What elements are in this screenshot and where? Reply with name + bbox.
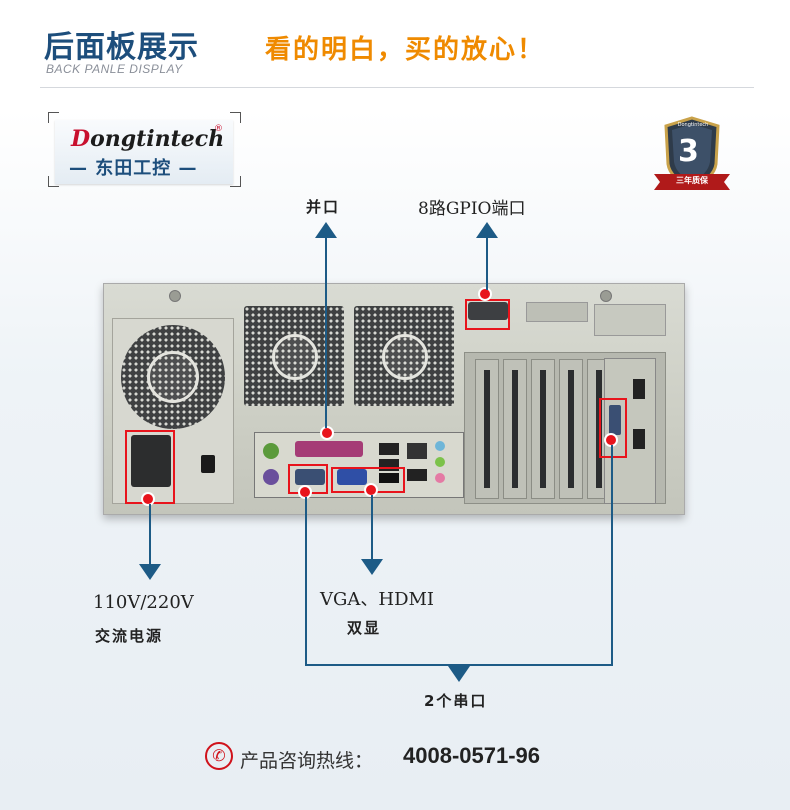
expansion-slot [531, 359, 555, 499]
usb-port[interactable] [379, 443, 399, 455]
badge-number: 3 [678, 134, 699, 169]
hotline-number[interactable]: 4008-0571-96 [403, 743, 541, 768]
serial-port-connector[interactable] [295, 469, 325, 485]
ps2-mouse-port[interactable] [263, 443, 279, 459]
warranty-ribbon-icon [654, 174, 730, 190]
usb-port[interactable] [633, 429, 645, 449]
arrow-down-icon [139, 564, 161, 580]
label-parallel-port: 并口 [306, 198, 341, 216]
audio-line-out-jack[interactable] [435, 457, 445, 467]
badge-ribbon-text: 三年质保 [676, 176, 708, 185]
arrow-up-icon [315, 222, 337, 238]
label-gpio-port: 8路GPIO端口 [418, 199, 526, 219]
callout-line-serial-2 [611, 445, 613, 665]
usb-port[interactable] [407, 469, 427, 481]
label-dual-display: 双显 [347, 619, 382, 637]
lan-port[interactable] [407, 443, 427, 459]
fan-icon [272, 334, 318, 380]
crop-mark [230, 176, 241, 187]
callout-line-video [371, 495, 373, 561]
label-video-ports: VGA、HDMI [320, 589, 435, 610]
page-title: 后面板展示 [44, 30, 199, 65]
registered-mark: ® [214, 124, 223, 134]
arrow-down-icon [361, 559, 383, 575]
highlight-serial-port-2 [599, 398, 627, 458]
expansion-slot [503, 359, 527, 499]
blank-knockout [526, 302, 588, 322]
audio-mic-jack[interactable] [435, 473, 445, 483]
brand-logo: Dongtintech ® — 东田工控 — [55, 120, 233, 184]
arrow-down-icon [448, 666, 470, 682]
hotline-label: 产品咨询热线： [240, 750, 374, 772]
label-power-voltage: 110V/220V [93, 592, 194, 613]
callout-line-serial-1 [305, 497, 307, 665]
fan-icon [382, 334, 428, 380]
callout-dot [141, 492, 155, 506]
chassis-back-panel [103, 283, 685, 515]
logo-wordmark: Dongtintech [71, 126, 225, 152]
label-serial-ports: 2个串口 [424, 692, 488, 710]
logo-chinese-name: — 东田工控 — [69, 158, 198, 179]
expansion-slot [475, 359, 499, 499]
crop-mark [230, 112, 241, 123]
arrow-up-icon [476, 222, 498, 238]
serial-port-connector[interactable] [609, 405, 621, 435]
callout-dot [478, 287, 492, 301]
expansion-slot [559, 359, 583, 499]
phone-icon: ✆ [205, 742, 233, 770]
usb-port[interactable] [633, 379, 645, 399]
page-subtitle: BACK PANLE DISPLAY [46, 62, 183, 76]
label-power-type: 交流电源 [95, 627, 164, 645]
fan-icon [147, 351, 199, 403]
vga-port-connector[interactable] [337, 469, 367, 485]
callout-line-parallel [325, 236, 327, 428]
crop-mark [48, 112, 59, 123]
parallel-port-connector[interactable] [295, 441, 363, 457]
crop-mark [48, 176, 59, 187]
power-switch[interactable] [201, 455, 215, 473]
gpio-connector[interactable] [468, 302, 508, 320]
ps2-keyboard-port[interactable] [263, 469, 279, 485]
audio-line-in-jack[interactable] [435, 441, 445, 451]
blank-knockout [594, 304, 666, 336]
screw-icon [600, 290, 612, 302]
slogan: 看的明白，买的放心！ [265, 35, 546, 65]
ac-power-inlet[interactable] [131, 435, 171, 487]
callout-line-gpio [486, 236, 488, 290]
header-divider [40, 87, 754, 88]
screw-icon [169, 290, 181, 302]
callout-line-power [149, 504, 151, 566]
callout-line-serial-join [305, 664, 613, 666]
callout-dot [320, 426, 334, 440]
hdmi-port-connector[interactable] [379, 473, 399, 483]
badge-brand: Dongtintech [677, 122, 709, 128]
psu-fan-grille [121, 325, 225, 429]
highlight-gpio-port [465, 299, 510, 330]
